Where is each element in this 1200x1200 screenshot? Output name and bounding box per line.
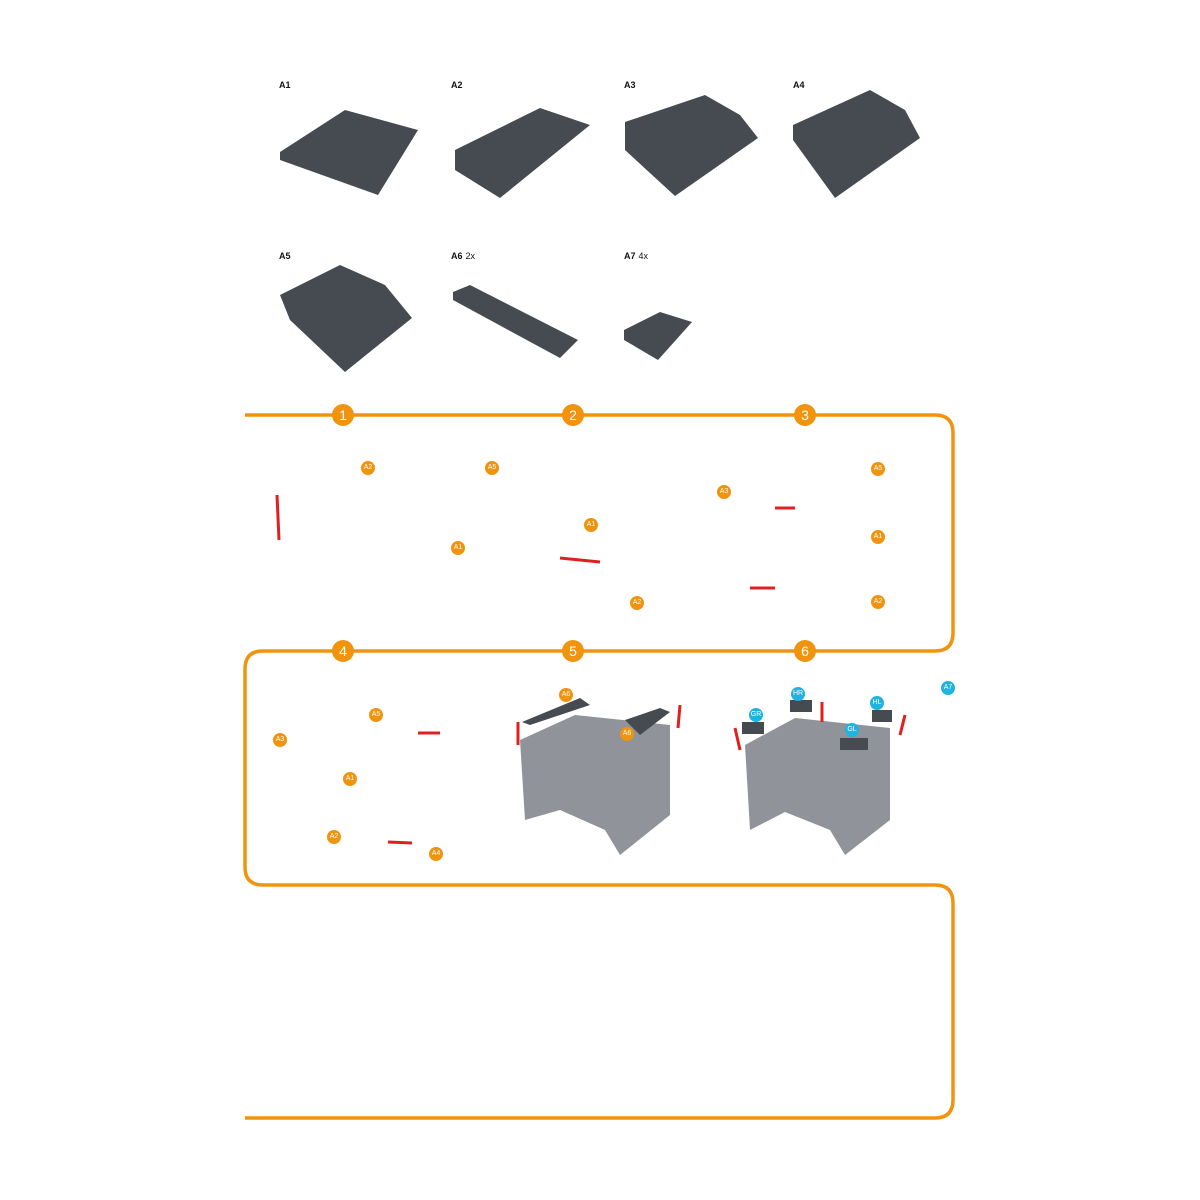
part-label-a3: A3 bbox=[624, 80, 636, 90]
part-tag: A1 bbox=[871, 530, 885, 544]
part-tag: A7 bbox=[941, 681, 955, 695]
step6-image bbox=[745, 718, 890, 855]
part-tag: HR bbox=[791, 687, 805, 701]
step-1-badge: 1 bbox=[332, 404, 354, 426]
part-tag: A5 bbox=[485, 461, 499, 475]
part-a6 bbox=[453, 285, 578, 358]
part-tag: A2 bbox=[630, 596, 644, 610]
part-label-a4: A4 bbox=[793, 80, 805, 90]
part-tag: A5 bbox=[369, 708, 383, 722]
part-tag: A1 bbox=[451, 541, 465, 555]
part-tag: A1 bbox=[584, 518, 598, 532]
part-tag: A2 bbox=[361, 461, 375, 475]
part-a5 bbox=[280, 265, 412, 372]
part-a1 bbox=[280, 110, 418, 195]
part-a7 bbox=[624, 312, 692, 360]
step5-image bbox=[520, 715, 670, 855]
step-3-badge: 3 bbox=[794, 404, 816, 426]
step-4-badge: 4 bbox=[332, 640, 354, 662]
part-label-a2: A2 bbox=[451, 80, 463, 90]
step-5-badge: 5 bbox=[562, 640, 584, 662]
part-tag: A6 bbox=[559, 688, 573, 702]
step-2-badge: 2 bbox=[562, 404, 584, 426]
part-tag: A2 bbox=[327, 830, 341, 844]
part-label-a5: A5 bbox=[279, 251, 291, 261]
part-tag: A5 bbox=[871, 462, 885, 476]
part-tag: A1 bbox=[343, 772, 357, 786]
part-tag: A3 bbox=[717, 485, 731, 499]
part-a4 bbox=[793, 90, 920, 198]
part-tag: HL bbox=[870, 696, 884, 710]
part-tag: A4 bbox=[429, 847, 443, 861]
part-tag: GL bbox=[845, 723, 859, 737]
part-images bbox=[280, 90, 920, 372]
part-a3 bbox=[625, 95, 758, 196]
part-label-a1: A1 bbox=[279, 80, 291, 90]
part-tag: A2 bbox=[871, 595, 885, 609]
part-tag: A6 bbox=[620, 727, 634, 741]
part-tag: GR bbox=[749, 708, 763, 722]
part-a2 bbox=[455, 108, 590, 198]
step-6-badge: 6 bbox=[794, 640, 816, 662]
part-tag: A3 bbox=[273, 733, 287, 747]
